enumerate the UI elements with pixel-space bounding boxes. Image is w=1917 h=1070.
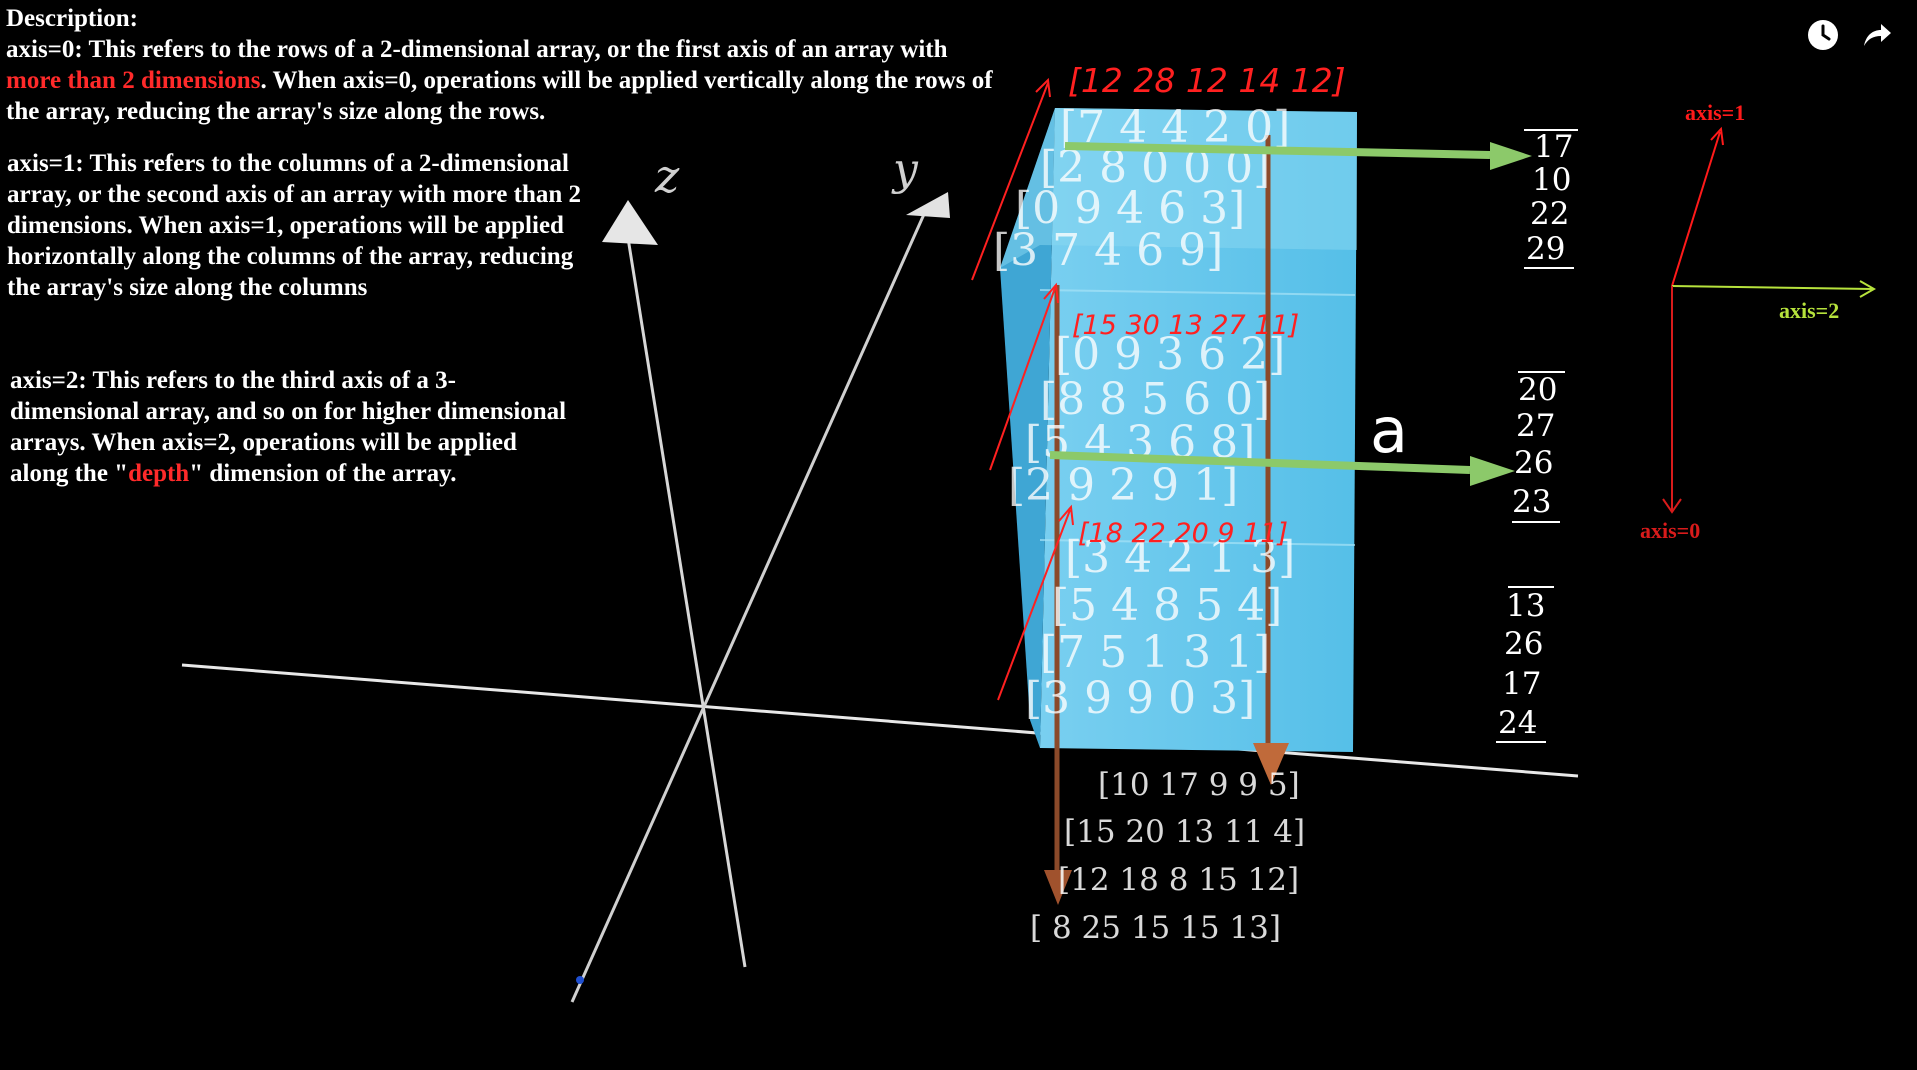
red-column-arrowhead: [1043, 282, 1059, 304]
depth-arrow-head: [1044, 870, 1072, 905]
red-column-arrow: [997, 509, 1071, 701]
axis0-text-after: . When axis=0, operations will be applie…: [6, 67, 993, 125]
z-axis-label: z: [654, 149, 680, 203]
slice-1-row-0: [0 9 3 6 2]: [1055, 329, 1285, 380]
description-axis1: axis=1: This refers to the columns of a …: [7, 150, 582, 301]
axis2-text-after: " dimension of the array.: [189, 460, 457, 487]
depth-sum-row-1: [15 20 13 11 4]: [1064, 814, 1305, 850]
axis0-arrowhead: [1662, 498, 1682, 514]
slice-divider: [1039, 539, 1356, 546]
axis0-text-before: axis=0: This refers to the rows of a 2-d…: [6, 36, 948, 63]
row-sum-0-1: 10: [1532, 162, 1571, 198]
axis1-label: axis=1: [1685, 100, 1745, 125]
array-label: a: [1370, 394, 1408, 467]
red-column-arrow: [971, 82, 1049, 281]
axis-tick-dot: [576, 976, 584, 984]
row-sum-1-1: 27: [1516, 408, 1555, 444]
row-sum-2-1: 26: [1504, 626, 1543, 662]
slice-1-row-3: [2 9 2 9 1]: [1008, 460, 1238, 511]
slice-2-row-0: [3 4 2 1 3]: [1065, 532, 1295, 583]
column-sum-1: [15 30 13 27 11]: [1072, 310, 1299, 341]
z-axis-arrowhead: [602, 200, 658, 245]
clock-icon[interactable]: [1806, 18, 1840, 52]
depth-sum-row-3: [ 8 25 15 15 13]: [1030, 910, 1281, 946]
array-prism: [1000, 108, 1357, 752]
depth-arrows: [1044, 135, 1289, 905]
description-heading: Description:: [6, 5, 138, 32]
axis2-arrow: [1671, 285, 1873, 290]
row-sums: 17 10 22 29 20 27 26 23 13 26 17 24: [1496, 129, 1578, 743]
row-sum-2-3: 24: [1498, 705, 1537, 741]
column-sum-annotations: [12 28 12 14 12] [15 30 13 27 11] [18 22…: [971, 61, 1346, 701]
depth-sum-row-0: [10 17 9 9 5]: [1098, 767, 1300, 803]
axis0-highlight: more than 2 dimensions: [6, 67, 261, 94]
row-sum-1-0: 20: [1518, 372, 1557, 408]
row-arrows: [1049, 142, 1532, 486]
depth-sum-row-2: [12 18 8 15 12]: [1058, 862, 1299, 898]
red-column-arrow: [989, 287, 1056, 471]
axis1-arrow: [1671, 131, 1721, 287]
row-arrow-head: [1470, 456, 1515, 486]
slice-1-row-1: [8 8 5 6 0]: [1040, 374, 1270, 425]
column-sum-2: [18 22 20 9 11]: [1078, 518, 1288, 549]
description-axis2: axis=2: This refers to the third axis of…: [10, 365, 570, 489]
row-sum-2-2: 17: [1502, 666, 1541, 702]
slice-0-row-3: [3 7 4 6 9]: [993, 225, 1223, 276]
row-sum-0-3: 29: [1526, 231, 1565, 267]
axis2-label: axis=2: [1779, 298, 1839, 323]
red-column-arrowhead: [1058, 504, 1074, 526]
x-axis-line: [181, 663, 1579, 778]
axis2-text-before: axis=2: This refers to the third axis of…: [10, 367, 567, 487]
row-sum-0-2: 22: [1530, 196, 1569, 232]
slice-2-row-3: [3 9 9 0 3]: [1025, 673, 1255, 724]
column-sum-0: [12 28 12 14 12]: [1068, 61, 1346, 100]
depth-arrow-head: [1253, 743, 1289, 785]
red-column-arrowhead: [1035, 77, 1051, 98]
slice-0-row-2: [0 9 4 6 3]: [1015, 183, 1245, 234]
axis0-label: axis=0: [1640, 518, 1700, 543]
axis-legend: axis=1 axis=2 axis=0: [1640, 100, 1877, 543]
depth-sums: [10 17 9 9 5] [15 20 13 11 4] [12 18 8 1…: [1030, 767, 1305, 946]
slice-divider: [1039, 289, 1356, 296]
row-arrow-shaft: [1064, 142, 1491, 159]
row-sum-1-2: 26: [1514, 445, 1553, 481]
slice-2-row-2: [7 5 1 3 1]: [1040, 627, 1270, 678]
row-sum-2-0: 13: [1506, 588, 1545, 624]
y-axis-line: [570, 211, 927, 1003]
axis1-arrowhead: [1710, 126, 1724, 146]
slice-2-row-1: [5 4 8 5 4]: [1052, 580, 1282, 631]
row-arrow-shaft: [1049, 451, 1471, 474]
share-arrow-icon[interactable]: [1860, 18, 1894, 52]
axis2-arrowhead: [1859, 280, 1877, 298]
axis2-highlight: depth: [128, 460, 190, 487]
z-axis-line: [626, 237, 747, 968]
row-sum-0-0: 17: [1534, 129, 1573, 165]
row-arrow-head: [1490, 142, 1532, 170]
y-axis-arrowhead: [906, 192, 950, 218]
y-axis-label: y: [891, 144, 919, 195]
prism-front-face: [1040, 108, 1357, 752]
coordinate-axes: z y: [181, 144, 1579, 1003]
slice-matrices: [7 4 4 2 0] [2 8 0 0 0] [0 9 4 6 3] [3 7…: [993, 102, 1295, 724]
description-axis0: Description: axis=0: This refers to the …: [6, 3, 1006, 127]
row-sum-1-3: 23: [1512, 484, 1551, 520]
